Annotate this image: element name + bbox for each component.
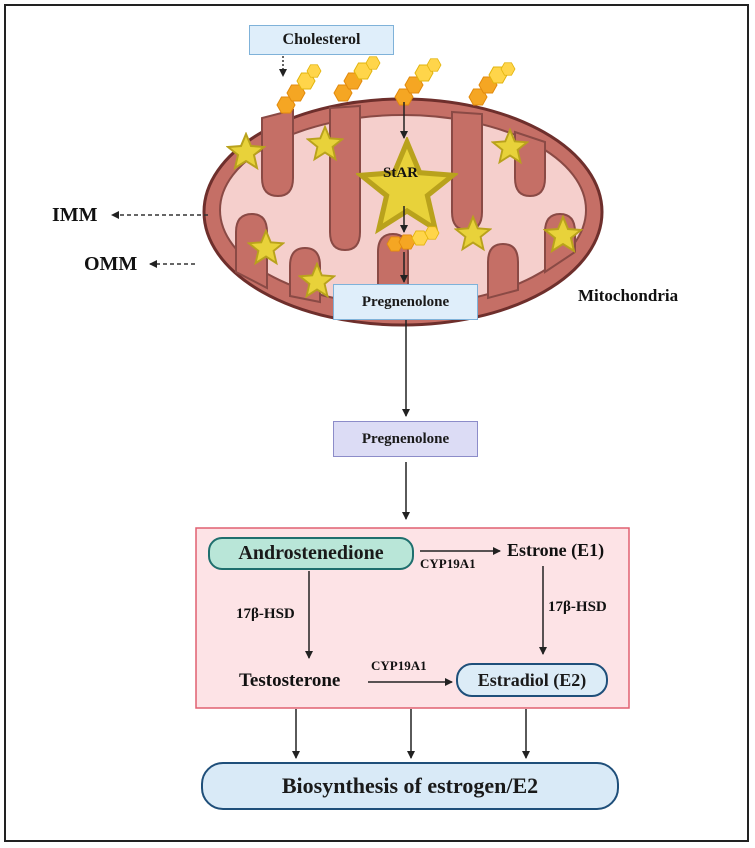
star-label: StAR <box>383 165 419 181</box>
pregnenolone-outer-box: Pregnenolone <box>333 421 478 457</box>
cyp-top-label: CYP19A1 <box>420 556 476 571</box>
cholesterol-box: Cholesterol <box>249 25 394 55</box>
estradiol-box: Estradiol (E2) <box>456 663 608 697</box>
androstenedione-box: Androstenedione <box>208 537 414 570</box>
estrone-label: Estrone (E1) <box>507 540 605 560</box>
pregnenolone-inner-box: Pregnenolone <box>333 284 478 320</box>
omm-label: OMM <box>84 253 138 275</box>
imm-label: IMM <box>52 204 98 226</box>
hsd-left-label: 17β-HSD <box>236 606 295 622</box>
figure-frame <box>4 4 749 842</box>
testosterone-label: Testosterone <box>239 670 341 691</box>
mitochondria-label: Mitochondria <box>578 286 679 305</box>
hsd-right-label: 17β-HSD <box>548 599 607 615</box>
cyp-bottom-label: CYP19A1 <box>371 658 427 673</box>
biosynthesis-box: Biosynthesis of estrogen/E2 <box>201 762 619 810</box>
